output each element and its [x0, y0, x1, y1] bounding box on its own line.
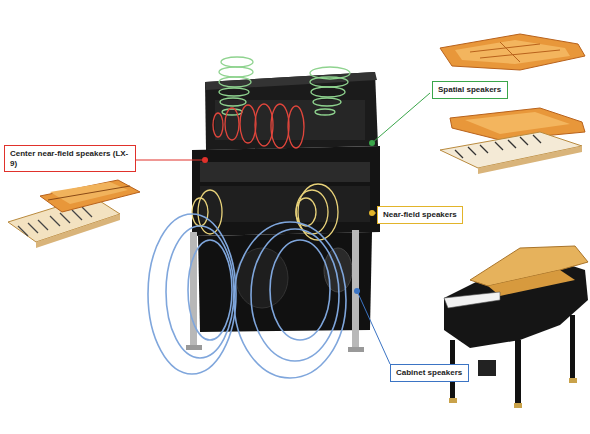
- piano-action-left: [8, 180, 140, 248]
- label-box: Near-field speakers: [377, 206, 463, 224]
- leader-lines: [122, 93, 430, 364]
- label-box: Center near-field speakers (LX-9): [4, 145, 136, 172]
- label-text: Near-field speakers: [383, 210, 457, 220]
- label-box: Cabinet speakers: [390, 364, 469, 382]
- label-box: Spatial speakers: [432, 81, 508, 99]
- cabinet-waves: [148, 214, 346, 378]
- piano-action-right: [440, 108, 585, 174]
- grand-piano: [444, 246, 588, 408]
- upright-piano: [186, 72, 380, 352]
- label-text: Spatial speakers: [438, 85, 502, 95]
- center-waves: [213, 104, 304, 148]
- label-text: Cabinet speakers: [396, 368, 463, 378]
- piano-action-top: [440, 34, 585, 70]
- label-text: Center near-field speakers (LX-9): [10, 149, 130, 168]
